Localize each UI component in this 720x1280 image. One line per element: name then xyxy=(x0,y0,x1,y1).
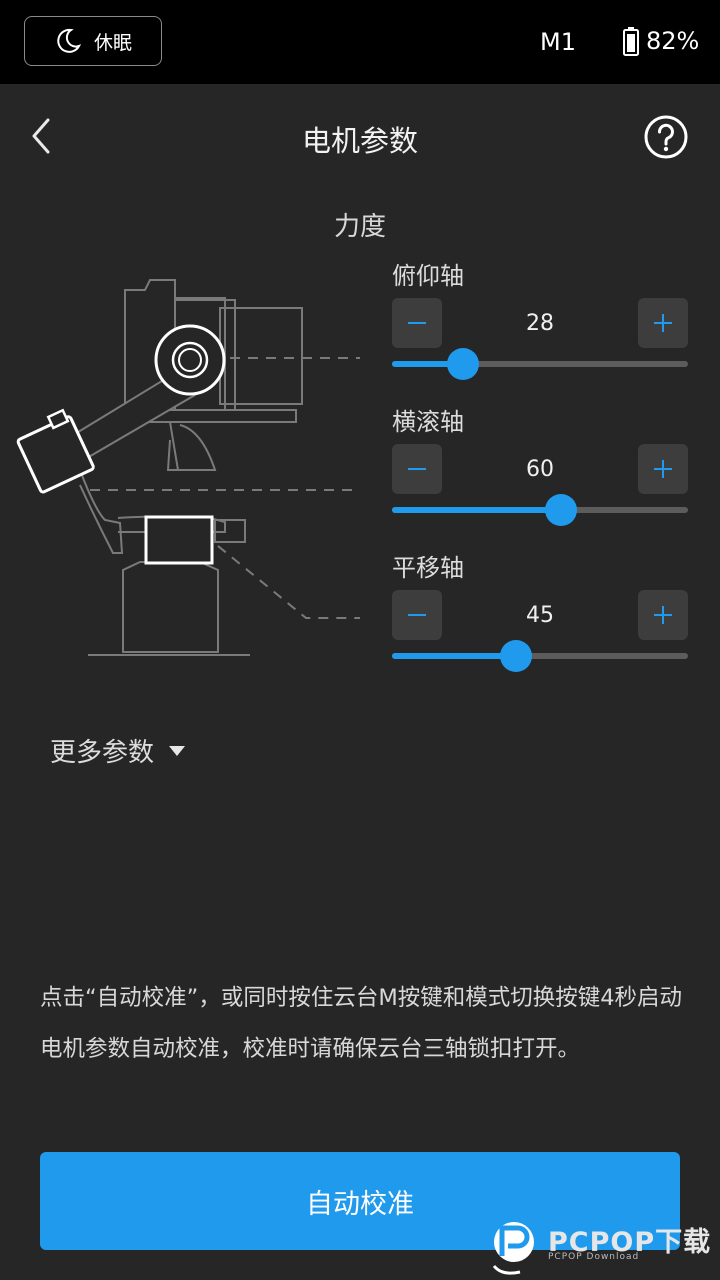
force-title: 力度 xyxy=(333,212,386,242)
slider-fill xyxy=(392,361,464,367)
roll-axis-value: 60 xyxy=(526,457,554,482)
help-icon[interactable] xyxy=(643,114,689,160)
roll-force-slider[interactable] xyxy=(392,494,688,526)
plus-icon xyxy=(654,460,672,478)
plus-icon xyxy=(654,314,672,332)
calibration-instructions: 点击“自动校准”，或同时按住云台M按键和模式切换按键4秒启动电机参数自动校准，校… xyxy=(40,985,683,1062)
more-params-toggle[interactable]: 更多参数 xyxy=(50,732,186,769)
gimbal-illustration xyxy=(16,279,360,656)
watermark-brand: PCPOP下载 xyxy=(548,1227,712,1258)
sleep-button[interactable]: 休眠 xyxy=(24,16,162,66)
pan-decrease-button[interactable] xyxy=(392,590,442,640)
moon-icon xyxy=(57,28,82,53)
roll-decrease-button[interactable] xyxy=(392,444,442,494)
roll-axis-label: 横滚轴 xyxy=(392,408,464,436)
minus-icon xyxy=(408,614,426,616)
battery-icon xyxy=(623,27,639,56)
sleep-label: 休眠 xyxy=(93,31,132,54)
tilt-decrease-button[interactable] xyxy=(392,298,442,348)
minus-icon xyxy=(408,468,426,470)
slider-thumb[interactable] xyxy=(500,640,533,672)
slider-fill xyxy=(392,507,561,513)
tilt-axis-label: 俯仰轴 xyxy=(392,262,464,290)
watermark-sub: PCPOP Download xyxy=(548,1252,640,1262)
minus-icon xyxy=(408,322,426,324)
pan-increase-button[interactable] xyxy=(638,590,688,640)
mode-indicator: M1 xyxy=(540,28,576,56)
pcpop-logo xyxy=(492,1222,534,1275)
back-icon[interactable] xyxy=(22,112,66,160)
more-params-label: 更多参数 xyxy=(50,738,155,768)
page-title: 电机参数 xyxy=(301,124,418,158)
slider-thumb[interactable] xyxy=(544,494,577,526)
slider-fill xyxy=(392,653,517,659)
auto-calibrate-label: 自动校准 xyxy=(306,1188,414,1220)
auto-calibrate-button[interactable]: 自动校准 xyxy=(40,1152,680,1250)
status-bar: 休眠 M1 82% xyxy=(0,0,720,84)
caret-down-icon xyxy=(169,745,186,756)
tilt-increase-button[interactable] xyxy=(638,298,688,348)
slider-thumb[interactable] xyxy=(447,348,480,380)
pan-force-slider[interactable] xyxy=(392,640,688,672)
pan-axis-value: 45 xyxy=(526,603,554,628)
tilt-force-slider[interactable] xyxy=(392,348,688,380)
battery-level: 82% xyxy=(646,27,700,55)
tilt-axis-value: 28 xyxy=(526,311,554,336)
header: 电机参数 xyxy=(0,84,720,188)
battery-status: 82% xyxy=(622,26,699,56)
roll-increase-button[interactable] xyxy=(638,444,688,494)
pan-axis-label: 平移轴 xyxy=(392,554,464,582)
plus-icon xyxy=(654,606,672,624)
